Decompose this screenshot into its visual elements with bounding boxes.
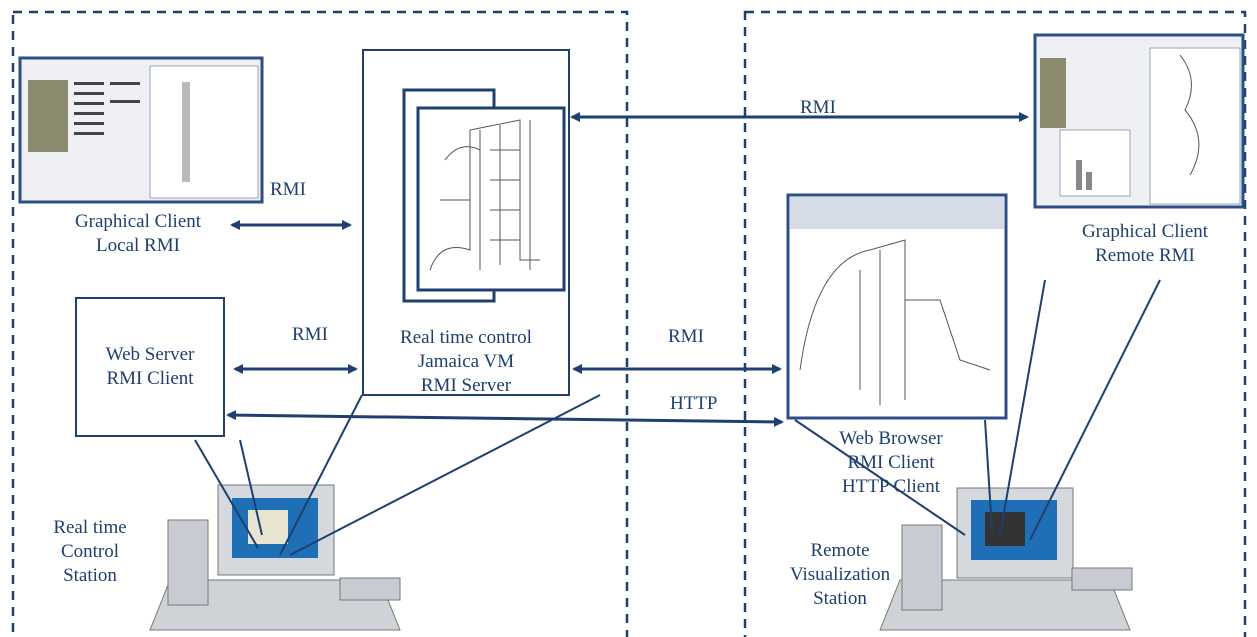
control-station-computer-icon	[149, 484, 401, 631]
rmi-top-label: RMI	[800, 97, 836, 118]
http-label: HTTP	[670, 393, 718, 414]
remote-station-label: Remote Visualization Station	[789, 540, 891, 609]
real-time-station-region	[11, 10, 629, 637]
web-browser-screenshot-frame	[786, 193, 1008, 420]
program-frame-front	[416, 106, 566, 292]
rmi-local-label: RMI	[270, 179, 306, 200]
web-server-label: Web Server RMI Client	[105, 344, 195, 389]
browser-graph-icon	[799, 239, 991, 405]
robot-photo-icon-remote	[1040, 58, 1066, 128]
remote-station-region	[743, 10, 1247, 637]
real-time-control-label: Real time control Jamaica VM RMI Server	[400, 327, 532, 392]
http-arrow	[226, 410, 784, 427]
program-graph-icon	[429, 119, 540, 271]
graphical-client-local-label: Graphical Client Local RMI	[74, 211, 202, 256]
rmi-center-label: RMI	[668, 326, 704, 347]
graphical-client-remote-label: Graphical Client Remote RMI	[1081, 221, 1209, 266]
real-time-station-label: Real time Control Station	[53, 517, 127, 586]
robot-photo-icon	[28, 80, 68, 152]
remote-station-computer-icon	[879, 487, 1133, 631]
web-server-box	[75, 297, 225, 437]
histogram-bar-icon	[182, 82, 190, 182]
histogram-bar-icon-remote	[1076, 160, 1082, 190]
rmi-webserver-label: RMI	[292, 324, 328, 345]
web-browser-label: Web Browser RMI Client HTTP Client	[839, 428, 943, 497]
deployment-lines	[194, 279, 1161, 556]
